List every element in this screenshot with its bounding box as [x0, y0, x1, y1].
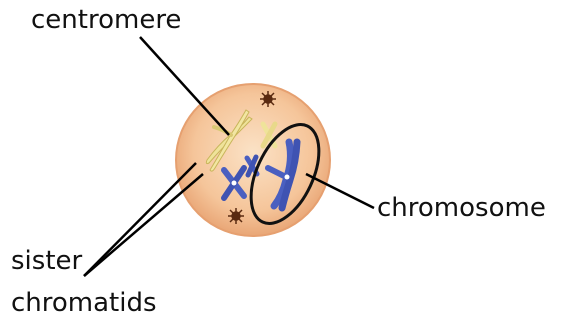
chromosome-label: chromosome	[377, 195, 546, 221]
chromatids-label: chromatids	[11, 290, 157, 316]
sister-chromatids-leader-line-1	[84, 163, 196, 276]
centrosome-star-bottom	[228, 208, 244, 224]
centromere-label: centromere	[31, 7, 181, 33]
centrosome-star-top	[260, 91, 276, 107]
sister-label: sister	[11, 248, 82, 274]
sister-chromatids-leader-line-2	[84, 174, 203, 276]
centromere-leader-line	[140, 37, 229, 135]
